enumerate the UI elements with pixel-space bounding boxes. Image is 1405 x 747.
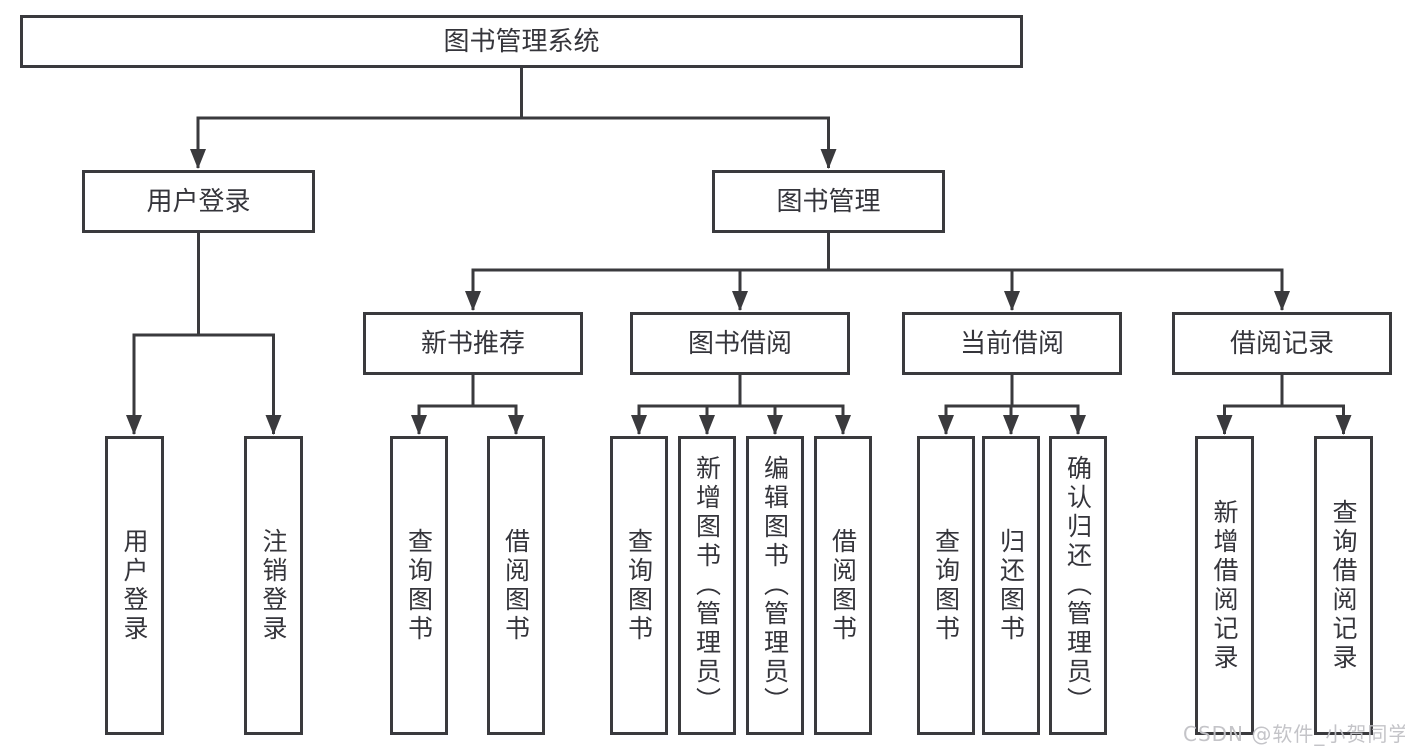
node-new-book-recommend: 新书推荐	[363, 312, 583, 375]
node-book-management-label: 图书管理	[776, 186, 881, 217]
leaf-logout-label: 注销登录	[259, 527, 288, 644]
node-user-login-label: 用户登录	[146, 186, 251, 217]
leaf-newbook-borrow-books-label: 借阅图书	[501, 527, 531, 644]
node-root: 图书管理系统	[20, 15, 1023, 68]
leaf-newbook-query-books-label: 查询图书	[404, 527, 434, 644]
node-borrow-record: 借阅记录	[1172, 312, 1392, 375]
leaf-borrow-add-books-admin-label: 新增图书（管理员）	[692, 455, 722, 716]
leaf-borrow-query-books-label: 查询图书	[624, 527, 654, 644]
node-book-borrow: 图书借阅	[630, 312, 850, 375]
leaf-borrow-query-books: 查询图书	[610, 436, 668, 735]
leaf-record-add-borrow-record-label: 新增借阅记录	[1210, 498, 1239, 673]
leaf-record-query-borrow-record: 查询借阅记录	[1314, 436, 1373, 735]
leaf-borrow-borrow-books: 借阅图书	[814, 436, 872, 735]
leaf-current-return-books: 归还图书	[982, 436, 1040, 735]
node-user-login: 用户登录	[82, 170, 315, 233]
leaf-current-query-books: 查询图书	[917, 436, 975, 735]
leaf-current-query-books-label: 查询图书	[931, 527, 961, 644]
leaf-record-query-borrow-record-label: 查询借阅记录	[1329, 498, 1358, 673]
leaf-current-confirm-return-admin-label: 确认归还（管理员）	[1063, 455, 1093, 716]
node-book-borrow-label: 图书借阅	[687, 328, 792, 359]
leaf-newbook-query-books: 查询图书	[390, 436, 448, 735]
node-current-borrow-label: 当前借阅	[959, 328, 1064, 359]
node-new-book-recommend-label: 新书推荐	[420, 328, 525, 359]
leaf-record-add-borrow-record: 新增借阅记录	[1195, 436, 1254, 735]
leaf-borrow-edit-books-admin-label: 编辑图书（管理员）	[760, 455, 790, 716]
leaf-borrow-edit-books-admin: 编辑图书（管理员）	[746, 436, 804, 735]
leaf-logout: 注销登录	[244, 436, 303, 735]
leaf-user-login: 用户登录	[105, 436, 164, 735]
node-borrow-record-label: 借阅记录	[1229, 328, 1334, 359]
leaf-borrow-borrow-books-label: 借阅图书	[828, 527, 858, 644]
csdn-watermark: CSDN @软件_小贺同学	[1183, 722, 1405, 746]
leaf-newbook-borrow-books: 借阅图书	[487, 436, 545, 735]
node-root-label: 图书管理系统	[443, 26, 600, 57]
leaf-current-confirm-return-admin: 确认归还（管理员）	[1049, 436, 1107, 735]
node-current-borrow: 当前借阅	[902, 312, 1122, 375]
leaf-borrow-add-books-admin: 新增图书（管理员）	[678, 436, 736, 735]
node-book-management: 图书管理	[712, 170, 945, 233]
leaf-current-return-books-label: 归还图书	[996, 527, 1026, 644]
leaf-user-login-label: 用户登录	[120, 527, 149, 644]
